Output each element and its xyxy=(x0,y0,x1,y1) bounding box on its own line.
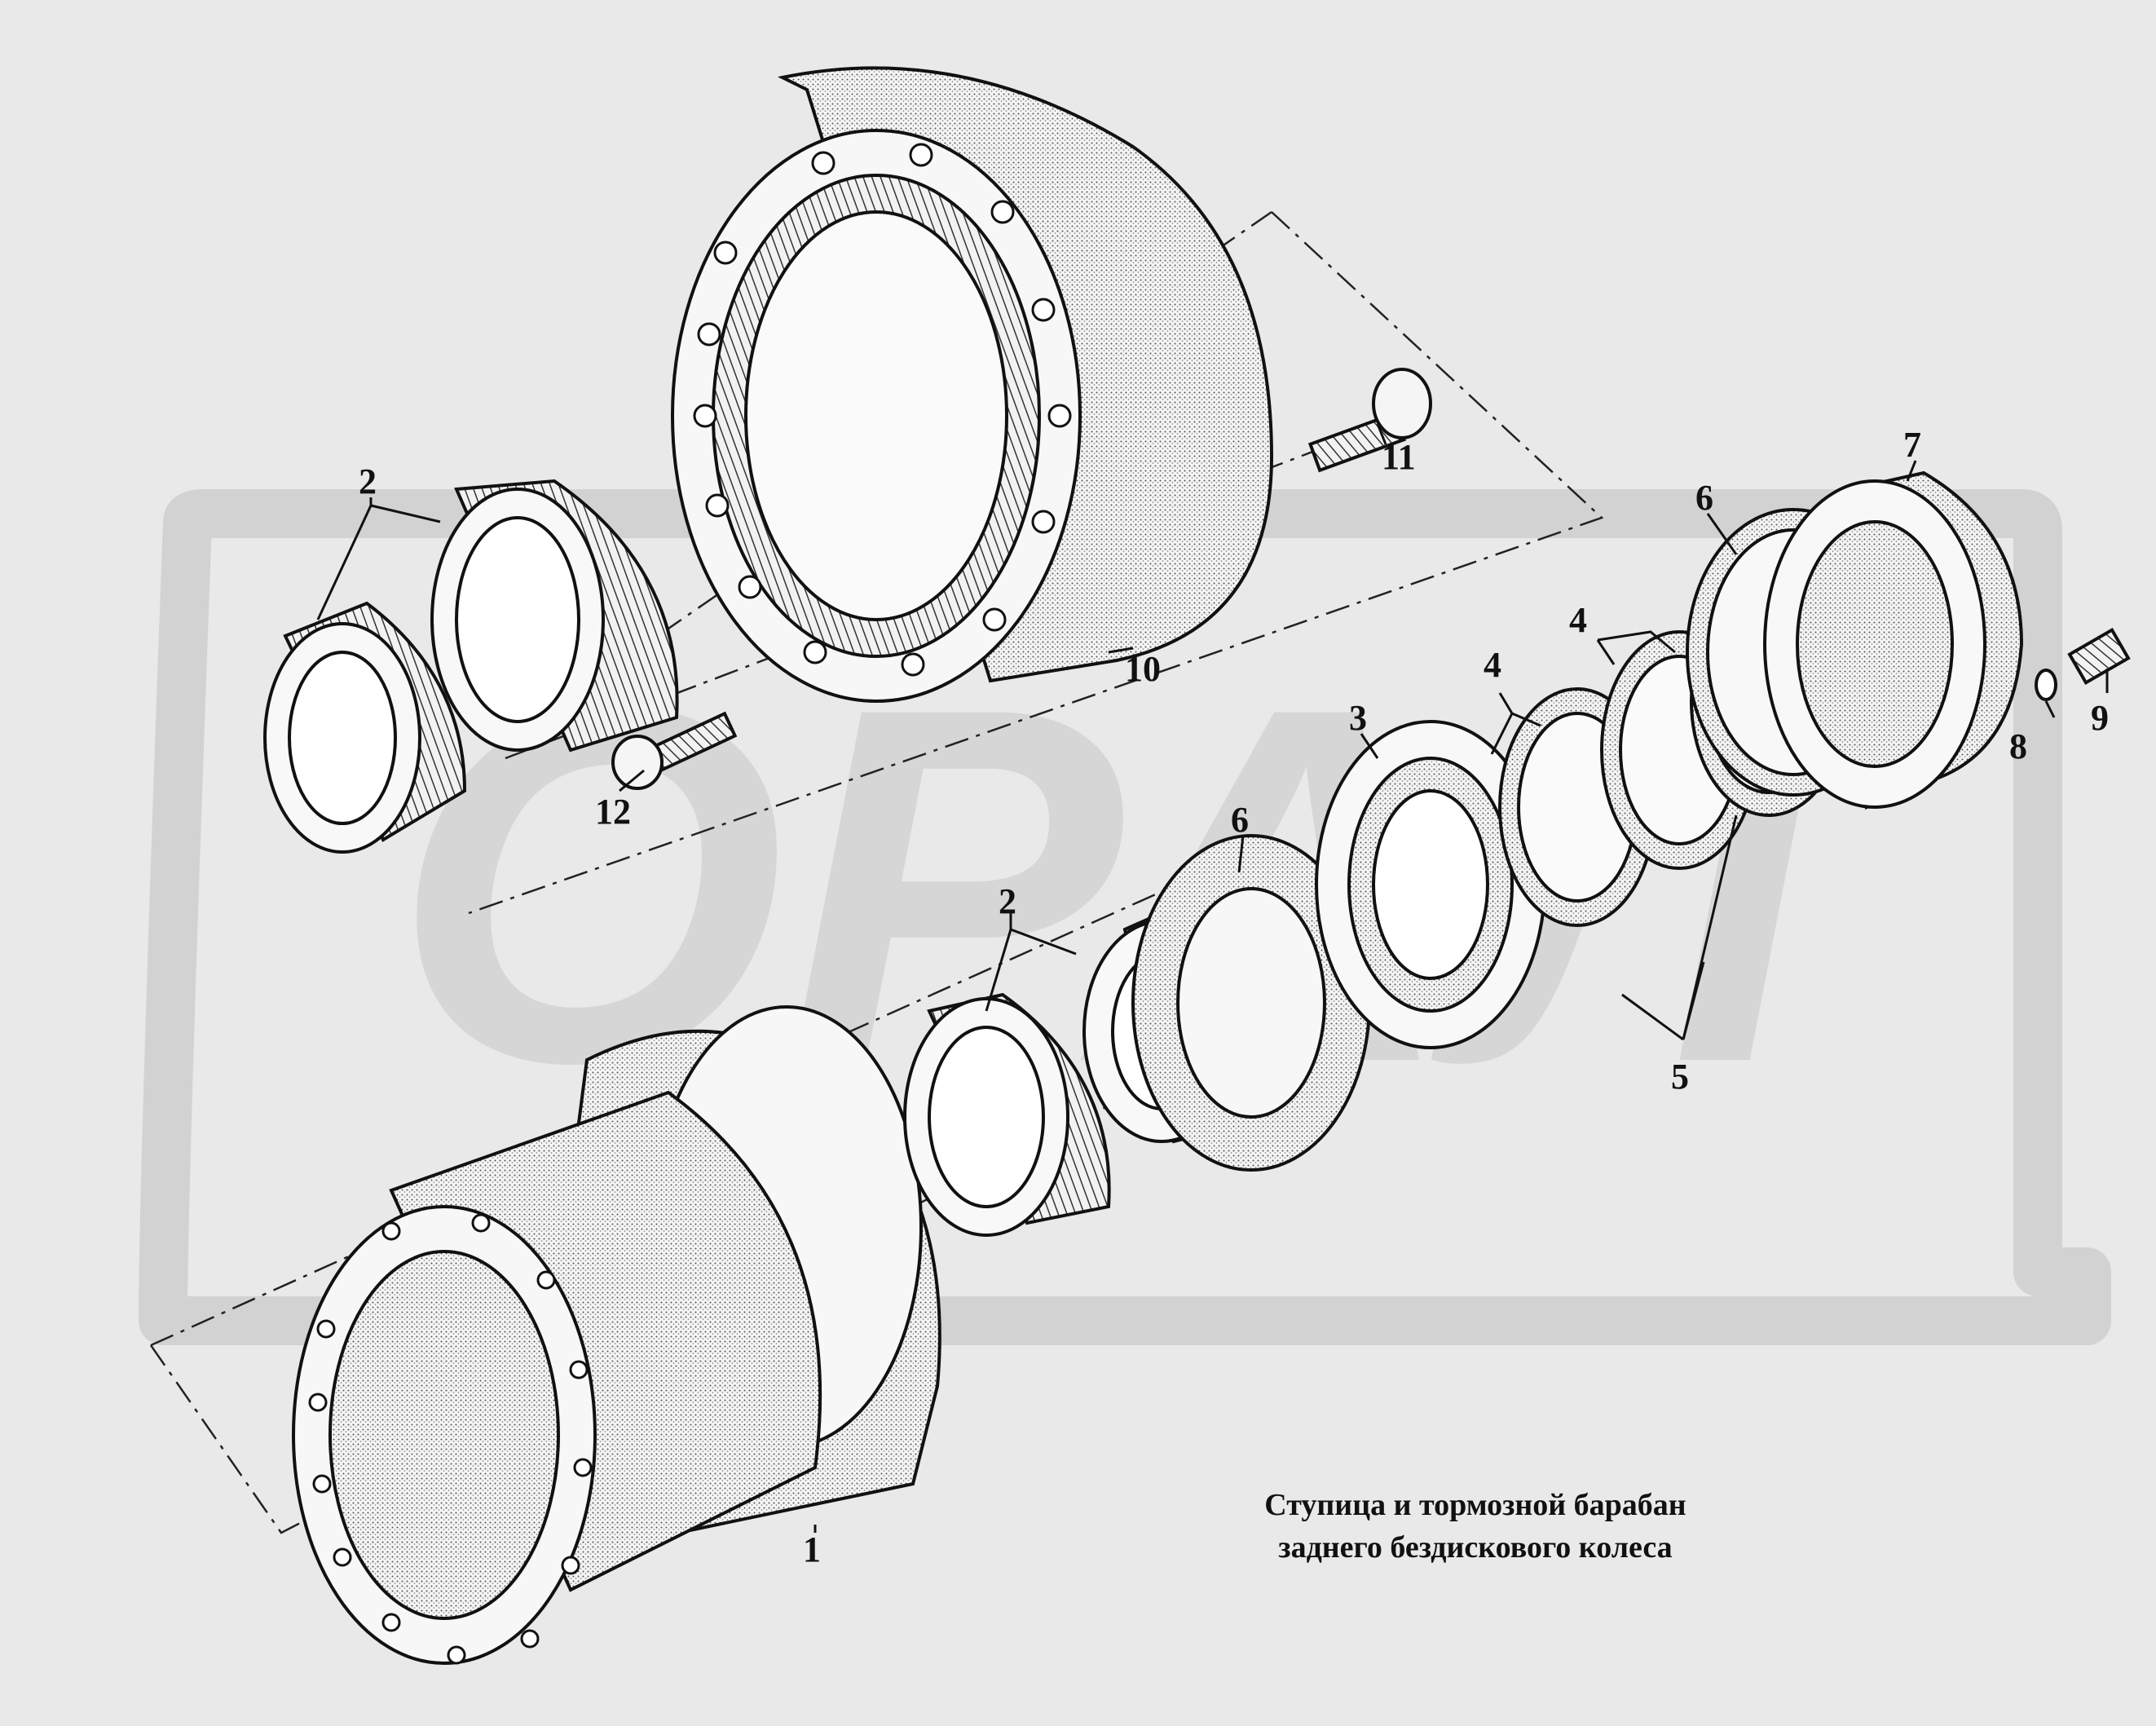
callout-2-upper: 2 xyxy=(359,461,377,501)
bolt-part-12 xyxy=(611,711,738,790)
callouts: 1 2 2 3 4 4 5 6 6 7 8 9 10 11 12 xyxy=(359,425,2109,1569)
callout-6-upper: 6 xyxy=(1695,478,1713,518)
cover-part-3 xyxy=(1315,720,1546,1049)
callout-10: 10 xyxy=(1125,649,1161,689)
callout-7: 7 xyxy=(1903,425,1921,465)
bolt-part-11 xyxy=(1307,368,1432,473)
caption-line-1: Ступица и тормозной барабан xyxy=(1264,1488,1686,1522)
callout-4-lower: 4 xyxy=(1484,645,1501,685)
callout-4-upper: 4 xyxy=(1569,600,1587,640)
leader-lines xyxy=(316,423,2109,1533)
callout-2-lower: 2 xyxy=(999,881,1016,921)
hub-part-1 xyxy=(292,1005,941,1665)
callout-1: 1 xyxy=(803,1530,821,1569)
caption-line-2: заднего бездискового колеса xyxy=(1278,1530,1673,1565)
brake-drum-part-10 xyxy=(671,66,1274,703)
callout-12: 12 xyxy=(595,792,631,832)
callout-9: 9 xyxy=(2091,698,2109,738)
bearing-part-2-lower-cup xyxy=(903,992,1111,1237)
screw-part-9 xyxy=(2067,627,2131,686)
callout-8: 8 xyxy=(2009,726,2027,766)
callout-6-lower: 6 xyxy=(1231,800,1249,840)
seal-part-6-lower xyxy=(1131,834,1371,1172)
plug-part-8 xyxy=(2035,669,2057,701)
bearing-part-2-upper xyxy=(263,479,679,854)
callout-11: 11 xyxy=(1382,437,1416,477)
callout-3: 3 xyxy=(1349,698,1367,738)
callout-5: 5 xyxy=(1671,1057,1689,1097)
diagram-caption: Ступица и тормозной барабан заднего безд… xyxy=(1060,1484,1891,1569)
hub-cap-part-7 xyxy=(1763,470,2024,810)
